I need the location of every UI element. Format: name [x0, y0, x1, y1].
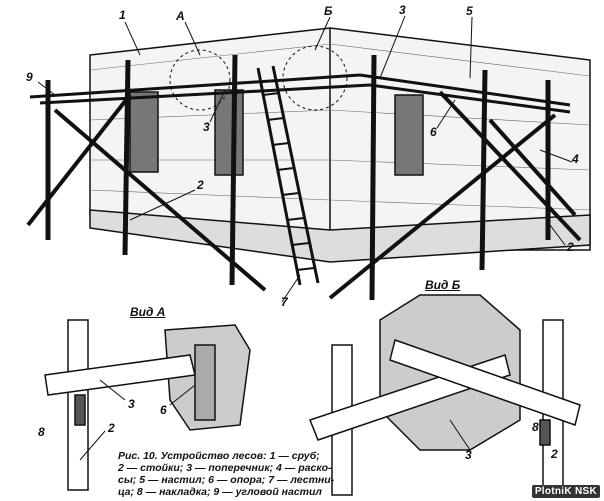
caption-line: сы; 5 — настил; 6 — опора; 7 — лестни- — [118, 474, 335, 486]
label-3: 3 — [399, 3, 406, 17]
leader-lines — [37, 15, 573, 461]
ladder[interactable] — [256, 65, 320, 286]
view-a-label-2: 2 — [108, 421, 115, 435]
figure-caption: Рис. 10. Устройство лесов: 1 — сруб; 2 —… — [118, 450, 358, 498]
label-4: 4 — [572, 152, 579, 166]
label-7: 7 — [281, 295, 288, 309]
posts — [45, 54, 551, 301]
window — [214, 89, 244, 176]
window — [394, 94, 424, 176]
label-5: 5 — [466, 4, 473, 18]
view-a-label-3: 3 — [128, 397, 135, 411]
caption-line: 2 — стойки; 3 — поперечник; 4 — раско- — [118, 462, 332, 474]
label-3b: 3 — [203, 120, 210, 134]
view-b-label-2: 2 — [551, 447, 558, 461]
braces — [26, 90, 582, 300]
label-9: 9 — [26, 70, 33, 84]
view-a-label-8: 8 — [38, 425, 45, 439]
view-b-label-8: 8 — [532, 420, 539, 434]
view-b-label-3: 3 — [465, 448, 472, 462]
label-6: 6 — [430, 125, 437, 139]
label-1: 1 — [119, 8, 126, 22]
caption-line: ца; 8 — накладка; 9 — угловой настил — [118, 486, 322, 498]
view-a-title: Вид А — [130, 305, 166, 319]
scaffold-deck — [29, 73, 571, 114]
label-a: А — [176, 9, 185, 23]
label-2b: 2 — [567, 240, 574, 254]
view-a-detail — [44, 319, 251, 491]
window — [129, 91, 159, 173]
watermark: PlotniK NSK — [531, 485, 600, 498]
view-b-title: Вид Б — [425, 278, 461, 292]
caption-line: Рис. 10. Устройство лесов: 1 — сруб; — [118, 450, 320, 462]
callout-a — [169, 49, 231, 111]
view-a-label-6: 6 — [160, 403, 167, 417]
view-b-detail — [309, 294, 581, 496]
label-2: 2 — [197, 178, 204, 192]
callout-b — [282, 45, 348, 111]
label-b: Б — [324, 4, 333, 18]
